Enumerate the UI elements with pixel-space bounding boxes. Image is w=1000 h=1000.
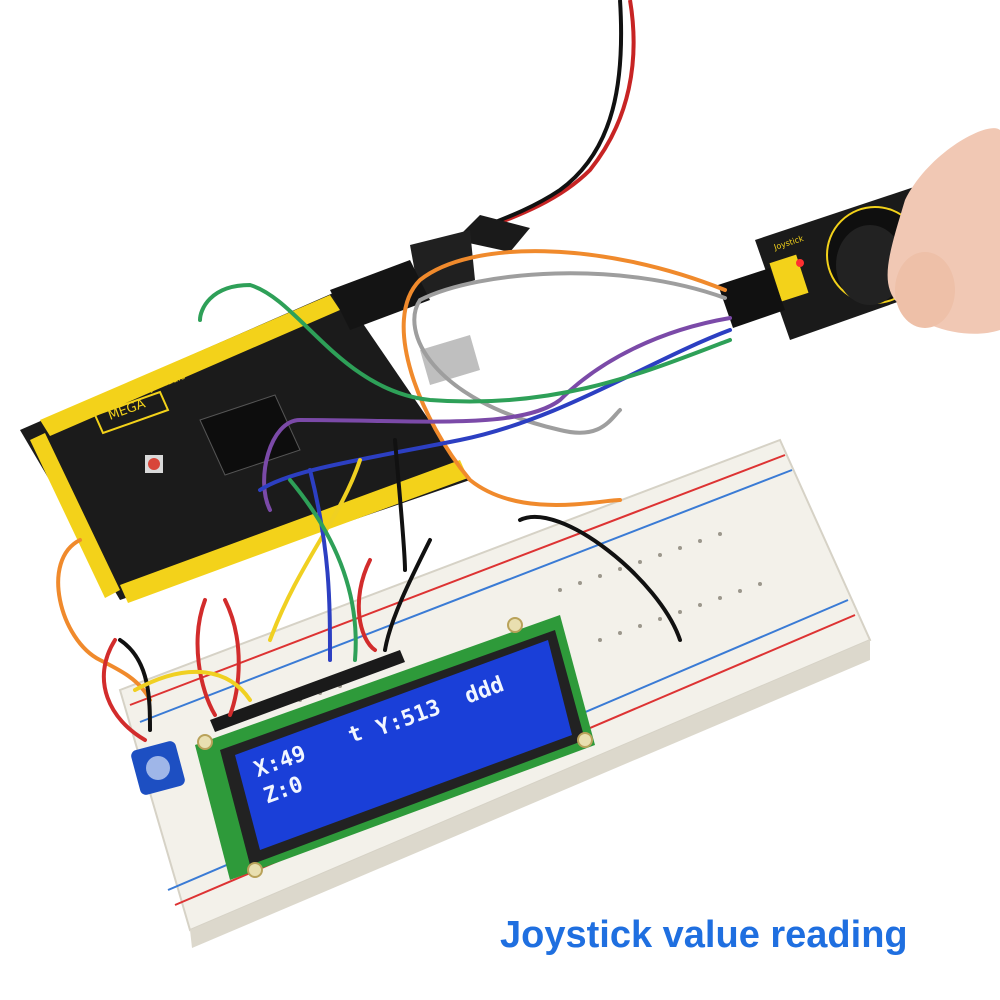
lcd-module: X:49 t Z:0 Y:513 ddd	[195, 615, 595, 880]
usb-cable	[410, 0, 636, 300]
hand	[887, 128, 1000, 334]
arduino-mega-board: MEGA keyestudio	[20, 260, 480, 603]
potentiometer	[131, 741, 185, 795]
caption-title: Joystick value reading	[500, 914, 908, 956]
lcd-screen	[235, 640, 572, 850]
jumper-wires	[56, 249, 732, 742]
